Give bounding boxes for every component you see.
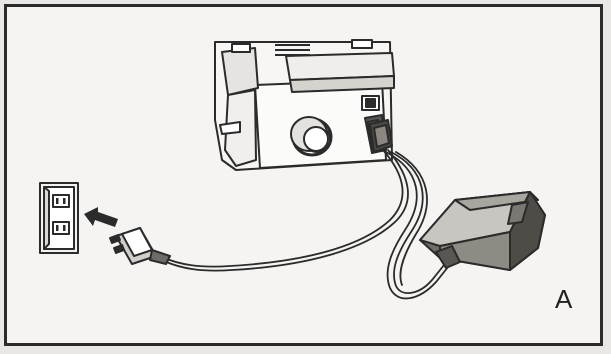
insert-arrow-icon <box>84 207 118 227</box>
power-plug-icon <box>110 228 170 264</box>
figure-label: A <box>555 286 572 312</box>
wall-outlet-icon <box>40 183 78 253</box>
sewing-machine-icon <box>215 40 394 170</box>
power-cord <box>162 150 452 298</box>
foot-controller-icon <box>420 192 545 270</box>
